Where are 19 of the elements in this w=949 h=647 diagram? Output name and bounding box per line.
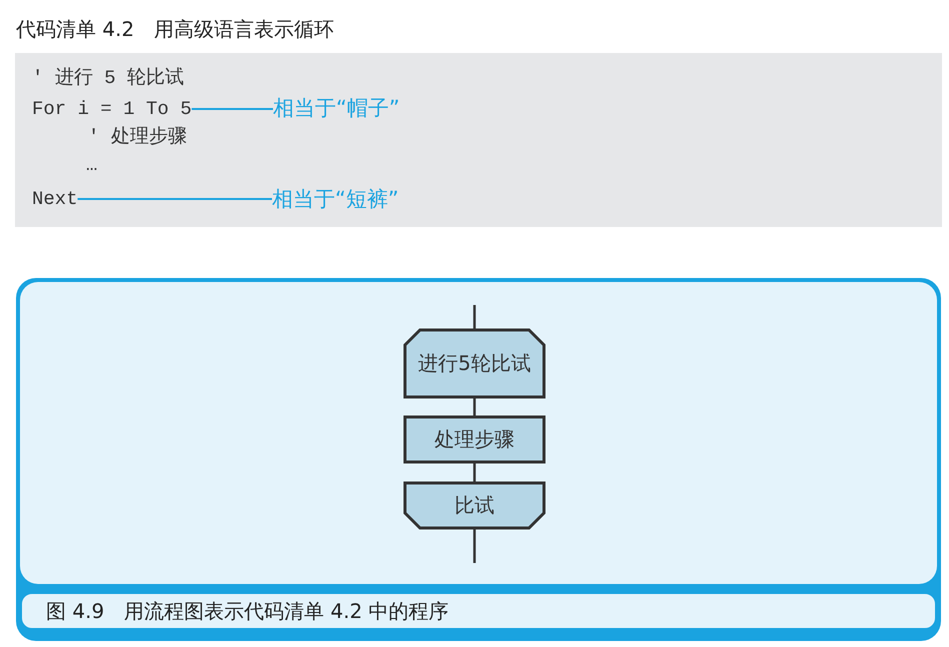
flow-line	[473, 462, 476, 483]
flow-line	[473, 397, 476, 417]
code-line: ' 进行 5 轮比试	[32, 66, 184, 90]
figure-caption: 图 4.9 用流程图表示代码清单 4.2 中的程序	[46, 598, 449, 624]
code-line: Next	[32, 187, 78, 211]
leader-line	[78, 198, 272, 200]
flow-line	[473, 528, 476, 563]
figure-panel	[16, 278, 941, 641]
callout-text: 相当于“短裤”	[272, 186, 399, 212]
code-line: ' 处理步骤	[88, 125, 187, 149]
step-text: 比试	[454, 492, 494, 519]
leader-line	[192, 108, 273, 110]
code-line: For i = 1 To 5	[32, 97, 192, 121]
code-line: …	[86, 153, 98, 177]
callout-text: 相当于“帽子”	[273, 95, 400, 121]
flow-line	[473, 305, 476, 330]
listing-title: 代码清单 4.2 用高级语言表示循环	[16, 16, 334, 43]
step-text: 处理步骤	[434, 426, 514, 453]
step-text: 进行5轮比试	[418, 350, 531, 377]
